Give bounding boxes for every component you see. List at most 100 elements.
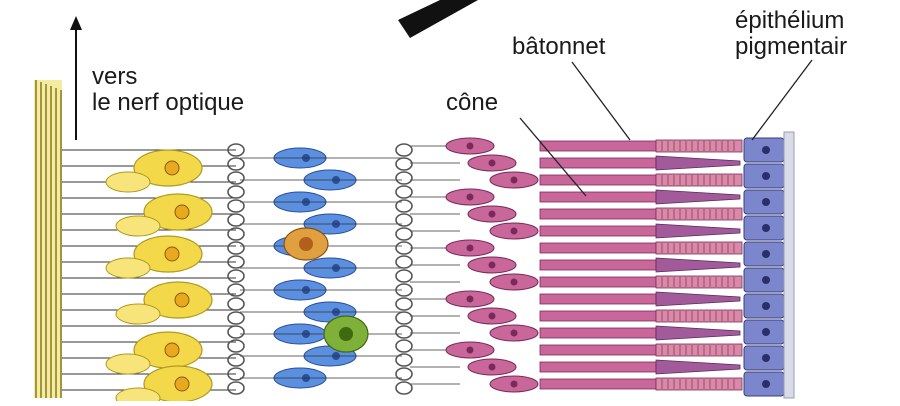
synapse-loop bbox=[396, 270, 412, 282]
photoreceptor-nucleus bbox=[489, 313, 496, 320]
ganglion-cell bbox=[116, 304, 160, 324]
epithelium-nucleus bbox=[762, 146, 770, 154]
epithelium-label: épithélium pigmentair bbox=[735, 8, 847, 60]
synapse-loop bbox=[396, 354, 412, 366]
optic-nerve-fiber-bundle bbox=[34, 80, 62, 398]
cone-outer-segment bbox=[656, 156, 740, 170]
photoreceptor-nucleus bbox=[467, 194, 474, 201]
ganglion-nucleus bbox=[175, 293, 189, 307]
ganglion-nucleus bbox=[165, 343, 179, 357]
photoreceptor-inner-segment bbox=[540, 226, 656, 236]
photoreceptor-inner-segment bbox=[540, 345, 656, 355]
photoreceptor-nucleus bbox=[467, 143, 474, 150]
synapse-loop bbox=[396, 326, 412, 338]
epithelium-nucleus bbox=[762, 328, 770, 336]
synapse-loop bbox=[396, 242, 412, 254]
choroid-edge bbox=[784, 132, 794, 398]
rod-outer-segment bbox=[656, 140, 742, 152]
synapse-loop bbox=[396, 144, 412, 156]
ganglion-cell-layer bbox=[106, 150, 212, 401]
photoreceptor-nucleus bbox=[489, 211, 496, 218]
photoreceptor-inner-segment bbox=[540, 175, 656, 185]
ganglion-cell bbox=[106, 258, 150, 278]
optic-nerve-label: vers le nerf optique bbox=[92, 64, 244, 116]
photoreceptor-inner-segment bbox=[540, 294, 656, 304]
synapse-loop bbox=[396, 368, 412, 380]
rod-outer-segment bbox=[656, 174, 742, 186]
epithelium-nucleus bbox=[762, 172, 770, 180]
photoreceptor-inner-segment bbox=[540, 209, 656, 219]
photoreceptor-inner-segment bbox=[540, 362, 656, 372]
photoreceptor-inner-segment bbox=[540, 192, 656, 202]
photoreceptor-inner-segment bbox=[540, 328, 656, 338]
photoreceptor-nucleus bbox=[467, 296, 474, 303]
ganglion-nucleus bbox=[165, 161, 179, 175]
photoreceptor-nucleus bbox=[511, 279, 518, 286]
photoreceptor-nucleus bbox=[511, 228, 518, 235]
synapse-loop bbox=[228, 326, 244, 338]
cone-outer-segment bbox=[656, 292, 740, 306]
epithelium-nucleus bbox=[762, 250, 770, 258]
synapse-loop bbox=[228, 158, 244, 170]
ganglion-cell bbox=[116, 216, 160, 236]
rod-outer-segment bbox=[656, 208, 742, 220]
synapse-loop bbox=[228, 200, 244, 212]
epithelium-label-line1: épithélium bbox=[735, 8, 847, 34]
synapse-loop bbox=[396, 298, 412, 310]
photoreceptor-nucleus bbox=[511, 381, 518, 388]
synapse-loop bbox=[396, 382, 412, 394]
photoreceptor-nucleus bbox=[511, 177, 518, 184]
ganglion-nucleus bbox=[165, 247, 179, 261]
synapse-loop bbox=[228, 382, 244, 394]
photoreceptor-inner-segment bbox=[540, 311, 656, 321]
ganglion-cell bbox=[106, 172, 150, 192]
synapse-loop bbox=[396, 186, 412, 198]
optic-nerve-label-line2: le nerf optique bbox=[92, 90, 244, 116]
bipolar-cell-layer bbox=[240, 148, 402, 388]
cone-outer-segment bbox=[656, 190, 740, 204]
rod-outer-segment bbox=[656, 344, 742, 356]
synapse-loop bbox=[396, 158, 412, 170]
photoreceptor-nucleus bbox=[467, 347, 474, 354]
epithelium-leader-line bbox=[752, 60, 812, 140]
synapse-loop bbox=[228, 214, 244, 226]
rod-outer-segment bbox=[656, 310, 742, 322]
synapse-loop bbox=[396, 312, 412, 324]
cone-outer-segment bbox=[656, 224, 740, 238]
synapse-loop bbox=[228, 312, 244, 324]
synapse-loop bbox=[396, 214, 412, 226]
synapse-loop bbox=[396, 340, 412, 352]
photoreceptor-nucleus bbox=[489, 160, 496, 167]
amacrine-cell-nucleus bbox=[339, 327, 353, 341]
photoreceptor-nucleus bbox=[511, 330, 518, 337]
rod-outer-segment bbox=[656, 378, 742, 390]
pigment-epithelium-layer bbox=[744, 132, 794, 398]
epithelium-nucleus bbox=[762, 380, 770, 388]
photoreceptor-nucleus bbox=[467, 245, 474, 252]
photoreceptor-inner-segment bbox=[540, 379, 656, 389]
cone-label: cône bbox=[446, 90, 498, 116]
photoreceptor-nucleus bbox=[489, 262, 496, 269]
photoreceptor-inner-segment bbox=[540, 243, 656, 253]
synapse-loop bbox=[228, 242, 244, 254]
rod-outer-segment bbox=[656, 276, 742, 288]
photoreceptor-inner-segment bbox=[540, 277, 656, 287]
synapse-loop bbox=[228, 354, 244, 366]
synapse-loop bbox=[396, 172, 412, 184]
epithelium-nucleus bbox=[762, 302, 770, 310]
light-direction-arrow-icon bbox=[398, 0, 478, 38]
epithelium-nucleus bbox=[762, 198, 770, 206]
photoreceptor-inner-segment bbox=[540, 141, 656, 151]
photoreceptor-inner-segment bbox=[540, 260, 656, 270]
epithelium-label-line2: pigmentair bbox=[735, 34, 847, 60]
synapse-loop bbox=[396, 256, 412, 268]
horizontal-cell-nucleus bbox=[299, 237, 313, 251]
rod-label: bâtonnet bbox=[512, 34, 605, 60]
ganglion-nucleus bbox=[175, 377, 189, 391]
photoreceptor-nucleus bbox=[489, 364, 496, 371]
synapse-loop bbox=[228, 270, 244, 282]
rod-outer-segment bbox=[656, 242, 742, 254]
cone-outer-segment bbox=[656, 326, 740, 340]
